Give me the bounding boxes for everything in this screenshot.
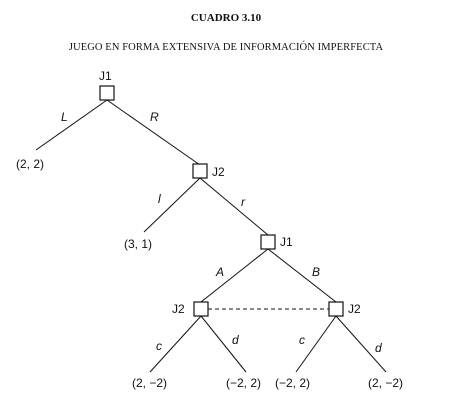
- edge-c-right: [295, 315, 337, 373]
- edge-d-left: [200, 315, 247, 373]
- node-j2: [192, 163, 208, 179]
- node-j2-info-left: [193, 301, 209, 317]
- edge-c-left: [149, 315, 202, 373]
- payoff-B-d: (2, −2): [368, 376, 403, 390]
- node-j1-root: [99, 85, 115, 101]
- action-label-B: B: [312, 265, 320, 279]
- player-label-j1-second: J1: [280, 235, 293, 249]
- player-label-info-left: J2: [172, 302, 185, 316]
- edge-L: [35, 99, 108, 151]
- player-label-j2: J2: [212, 165, 225, 179]
- edge-R: [106, 99, 201, 166]
- payoff-A-c: (2, −2): [132, 376, 167, 390]
- action-label-R: R: [150, 110, 159, 124]
- action-label-d-right: d: [375, 341, 382, 355]
- edge-l: [143, 177, 201, 233]
- edge-d-right: [335, 315, 387, 373]
- player-label-root: J1: [99, 69, 112, 83]
- edge-A: [200, 248, 269, 303]
- edge-B: [267, 248, 337, 303]
- action-label-r: r: [241, 195, 246, 209]
- action-label-A: A: [215, 265, 224, 279]
- figure-subtitle: JUEGO EN FORMA EXTENSIVA DE INFORMACIÓN …: [68, 42, 384, 53]
- action-label-c-left: c: [156, 339, 162, 353]
- player-label-info-right: J2: [348, 302, 361, 316]
- payoff-A-d: (−2, 2): [226, 376, 261, 390]
- action-label-l: l: [158, 192, 161, 206]
- figure-title: CUADRO 3.10: [190, 12, 262, 24]
- node-j1-second: [260, 234, 276, 250]
- payoff-B-c: (−2, 2): [275, 376, 310, 390]
- action-label-c-right: c: [299, 333, 305, 347]
- node-j2-info-right: [328, 301, 344, 317]
- edge-r: [199, 177, 269, 236]
- payoff-l: (3, 1): [124, 237, 152, 251]
- action-label-L: L: [61, 110, 68, 124]
- payoff-L: (2, 2): [16, 157, 44, 171]
- action-label-d-left: d: [232, 333, 239, 347]
